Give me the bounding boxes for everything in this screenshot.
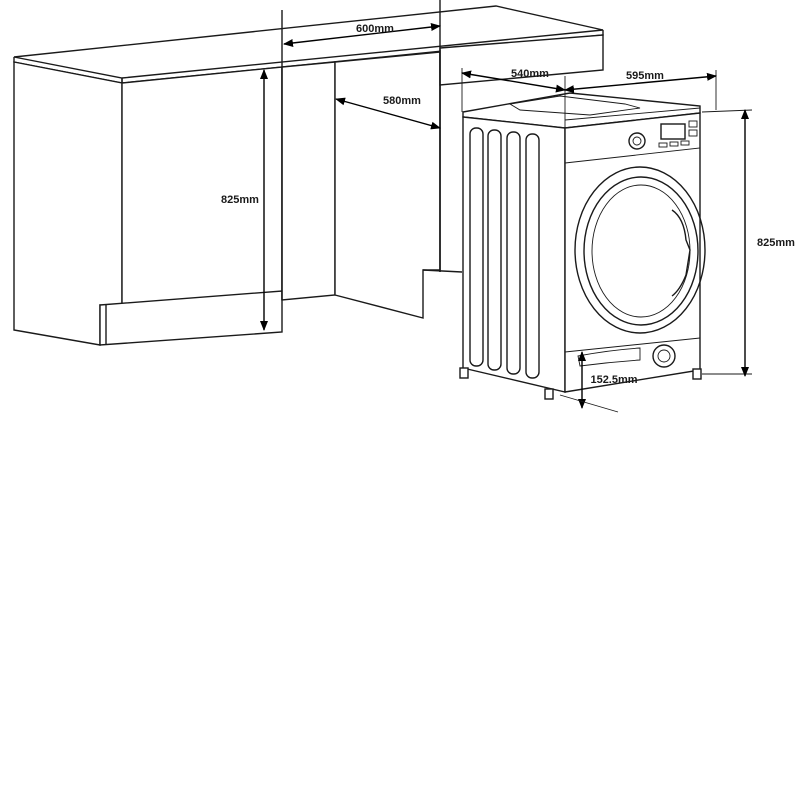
cabinet-front [121,66,283,308]
side-ribs [469,127,540,379]
drain-filter [652,344,676,368]
machine-side-panel [462,116,566,393]
program-dial [628,132,646,150]
machine-depth-label: 540mm [511,68,549,80]
niche-side-wall [334,51,441,319]
niche-depth-label: 580mm [383,95,421,107]
niche-width-label: 600mm [356,23,394,35]
control-panel [564,112,701,164]
niche-back-wall [281,61,336,301]
dimension-lines: 600mm 580mm 825mm 540mm 595mm 825mm 152.… [221,23,795,413]
machine-height-label: 825mm [757,237,795,249]
niche-height-label: 825mm [221,194,259,206]
display-window [660,123,686,140]
plinth-height-label: 152.5mm [590,374,637,386]
machine-feet [459,367,702,400]
washing-machine [459,92,706,400]
cabinet-plinth [99,290,283,346]
machine-door [574,166,706,334]
cabinet-side-panel [13,61,123,346]
machine-width-label: 595mm [626,70,664,82]
